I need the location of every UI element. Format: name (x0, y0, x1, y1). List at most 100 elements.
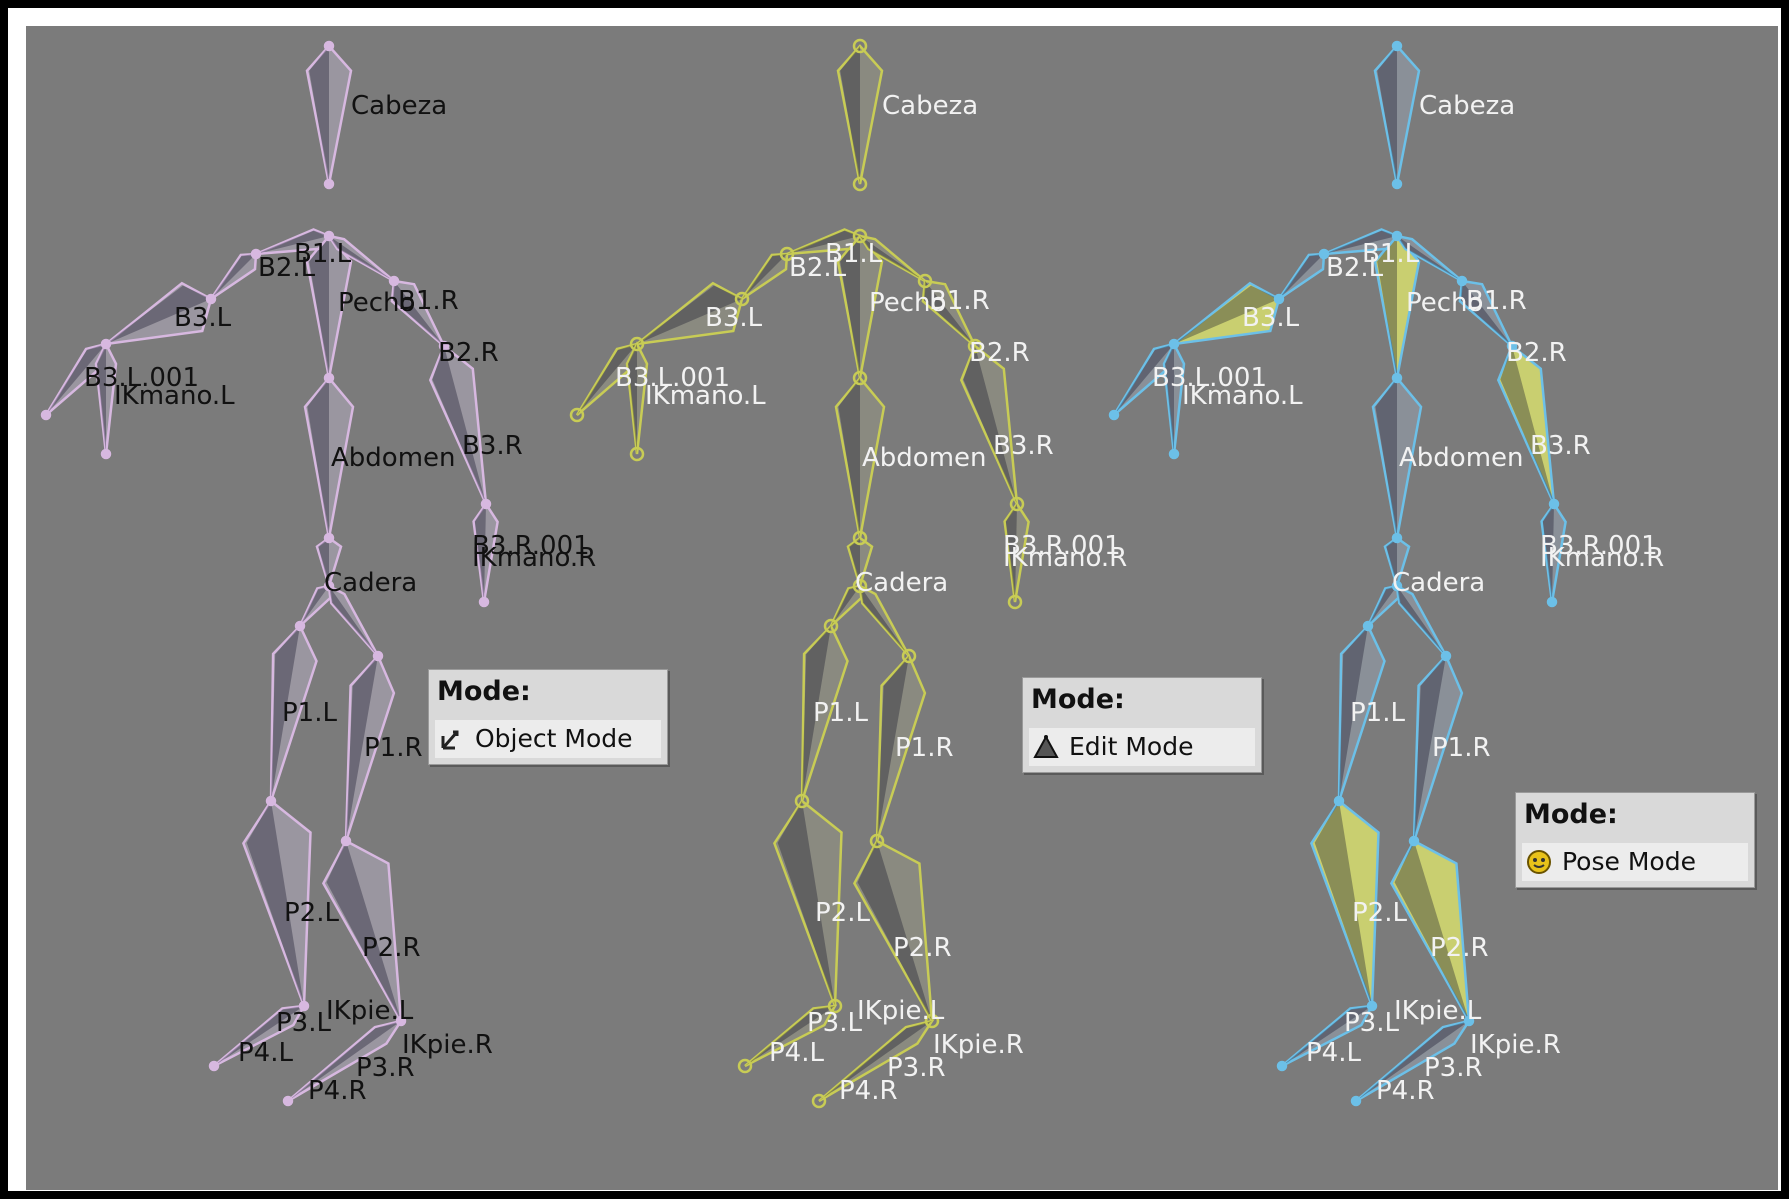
joint[interactable] (734, 291, 750, 307)
joint[interactable] (924, 1013, 940, 1029)
armature-object[interactable]: CabezaPechoAbdomenCaderaB1.LB2.LB3.LB3.L… (40, 40, 596, 1107)
joint[interactable] (1506, 340, 1518, 352)
joint[interactable] (629, 446, 645, 462)
joint[interactable] (1391, 178, 1403, 190)
joint[interactable] (852, 176, 868, 192)
bone-label-b1l: B1.L (825, 239, 883, 269)
joint[interactable] (395, 1015, 407, 1027)
joint[interactable] (1548, 498, 1560, 510)
joint[interactable] (1168, 448, 1180, 460)
bone-label-hip: Cadera (1392, 568, 1485, 598)
joint[interactable] (298, 1000, 310, 1012)
joint[interactable] (852, 370, 868, 386)
joint[interactable] (265, 795, 277, 807)
armature-pose[interactable]: CabezaPechoAbdomenCaderaB1.LB2.LB3.LB3.L… (1108, 40, 1664, 1107)
joint[interactable] (1391, 372, 1403, 384)
bone-shade (1386, 538, 1397, 586)
joint[interactable] (250, 248, 262, 260)
joint[interactable] (100, 448, 112, 460)
mode-selector[interactable]: Object Mode (435, 720, 661, 758)
bone-shade (577, 344, 637, 415)
joint[interactable] (737, 1058, 753, 1074)
bone-label-p4l: P4.L (1306, 1038, 1361, 1068)
bone-label-ikhandl: IKmano.L (645, 381, 766, 411)
bone-label-p4r: P4.R (839, 1076, 898, 1106)
joint[interactable] (1391, 580, 1403, 592)
joint[interactable] (205, 293, 217, 305)
bone-label-ikfootl: IKpie.L (857, 996, 945, 1026)
joint[interactable] (1408, 835, 1420, 847)
joint[interactable] (917, 273, 933, 289)
joint[interactable] (794, 793, 810, 809)
joint[interactable] (323, 178, 335, 190)
joint[interactable] (1009, 496, 1025, 512)
joint[interactable] (1440, 650, 1452, 662)
armature-display[interactable]: CabezaPechoAbdomenCaderaB1.LB2.LB3.LB3.L… (26, 26, 1778, 1190)
bone-label-p3l: P3.L (276, 1008, 331, 1038)
bone-shade (106, 285, 211, 344)
bone[interactable] (836, 44, 884, 185)
joint[interactable] (1391, 230, 1403, 242)
joint[interactable] (478, 596, 490, 608)
bone-label-p1l: P1.L (282, 698, 337, 728)
bone-shade (474, 504, 486, 602)
bone[interactable] (744, 1004, 838, 1068)
joint[interactable] (282, 1095, 294, 1107)
joint[interactable] (901, 648, 917, 664)
bone-shade (1414, 656, 1446, 841)
bone[interactable] (625, 341, 649, 455)
joint[interactable] (811, 1093, 827, 1109)
joint[interactable] (1108, 409, 1120, 421)
joint[interactable] (323, 372, 335, 384)
joint[interactable] (1273, 293, 1285, 305)
joint[interactable] (1366, 1000, 1378, 1012)
joint[interactable] (323, 532, 335, 544)
joint[interactable] (852, 530, 868, 546)
armature-edit[interactable]: CabezaPechoAbdomenCaderaB1.LB2.LB3.LB3.L… (569, 38, 1127, 1109)
joint[interactable] (40, 409, 52, 421)
joint[interactable] (1391, 532, 1403, 544)
joint[interactable] (629, 336, 645, 352)
bone[interactable] (1003, 501, 1030, 603)
joint[interactable] (852, 578, 868, 594)
joint[interactable] (340, 835, 352, 847)
joint[interactable] (294, 620, 306, 632)
joint[interactable] (852, 228, 868, 244)
joint[interactable] (1276, 1060, 1288, 1072)
bone-shade (1356, 1021, 1469, 1101)
mode-selector[interactable]: Pose Mode (1522, 843, 1748, 881)
joint[interactable] (967, 338, 983, 354)
joint[interactable] (480, 498, 492, 510)
joint[interactable] (1391, 40, 1403, 52)
mode-title: Mode: (437, 676, 531, 707)
joint[interactable] (1168, 338, 1180, 350)
joint[interactable] (1546, 596, 1558, 608)
joint[interactable] (827, 998, 843, 1014)
joint[interactable] (1456, 275, 1468, 287)
bone-shade (1500, 346, 1554, 504)
joint[interactable] (1333, 795, 1345, 807)
joint[interactable] (388, 275, 400, 287)
bone-shade (963, 346, 1017, 504)
mode-selector[interactable]: Edit Mode (1029, 728, 1255, 766)
joint[interactable] (208, 1060, 220, 1072)
joint[interactable] (372, 650, 384, 662)
joint[interactable] (323, 230, 335, 242)
joint[interactable] (823, 618, 839, 634)
joint[interactable] (438, 340, 450, 352)
joint[interactable] (1007, 594, 1023, 610)
joint[interactable] (569, 407, 585, 423)
joint[interactable] (1362, 620, 1374, 632)
joint[interactable] (323, 580, 335, 592)
bone[interactable] (818, 1019, 935, 1103)
joint[interactable] (852, 38, 868, 54)
joint[interactable] (1318, 248, 1330, 260)
joint[interactable] (323, 40, 335, 52)
mode-value: Object Mode (475, 724, 633, 753)
joint[interactable] (779, 246, 795, 262)
joint[interactable] (869, 833, 885, 849)
joint[interactable] (100, 338, 112, 350)
joint[interactable] (1463, 1015, 1475, 1027)
joint[interactable] (1350, 1095, 1362, 1107)
